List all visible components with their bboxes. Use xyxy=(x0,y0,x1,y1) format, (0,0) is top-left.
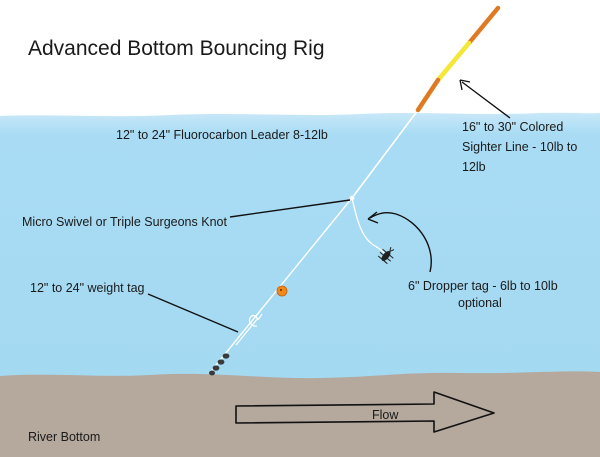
hook-icon xyxy=(248,314,259,327)
sighter-label-line-2: Sighter Line - 10lb to xyxy=(462,140,577,154)
leader-label: 12" to 24" Fluorocarbon Leader 8-12lb xyxy=(116,128,328,142)
dropper-tag-line xyxy=(351,197,385,254)
sighter-orange-top xyxy=(466,5,501,46)
dropper-pointer-arrow xyxy=(369,211,432,273)
fly-icon xyxy=(377,246,395,265)
swivel-pointer-line xyxy=(229,199,351,218)
swivel-label: Micro Swivel or Triple Surgeons Knot xyxy=(22,215,227,229)
river-bottom xyxy=(0,371,600,457)
sighter-label-line-1: 16" to 30" Colored xyxy=(462,120,563,134)
bead-hole xyxy=(279,288,283,292)
weight-tag-pointer-line xyxy=(147,293,239,333)
diagram-title: Advanced Bottom Bouncing Rig xyxy=(28,37,325,60)
dropper-pointer-arrowhead xyxy=(367,211,379,224)
flow-label: Flow xyxy=(372,408,399,422)
river-bottom-label: River Bottom xyxy=(28,430,100,444)
dropper-label-line-2: optional xyxy=(458,296,502,310)
split-shot-icon xyxy=(209,353,230,376)
sighter-pointer-line xyxy=(461,81,511,119)
sighter-yellow xyxy=(435,40,472,83)
sighter-orange-bottom xyxy=(415,77,441,113)
sighter-lower-line xyxy=(351,109,419,199)
hook-shank xyxy=(257,313,263,321)
weight-tag-line xyxy=(235,317,259,346)
leader-line xyxy=(211,197,353,371)
water xyxy=(0,112,600,380)
dropper-label-line-1: 6" Dropper tag - 6lb to 10lb xyxy=(408,279,558,293)
bead-icon xyxy=(276,285,288,297)
flow-arrow-icon xyxy=(235,391,495,433)
weight-tag-label: 12" to 24" weight tag xyxy=(30,281,145,295)
sighter-label-line-3: 12lb xyxy=(462,160,486,174)
sighter-pointer-arrowhead xyxy=(459,79,471,91)
